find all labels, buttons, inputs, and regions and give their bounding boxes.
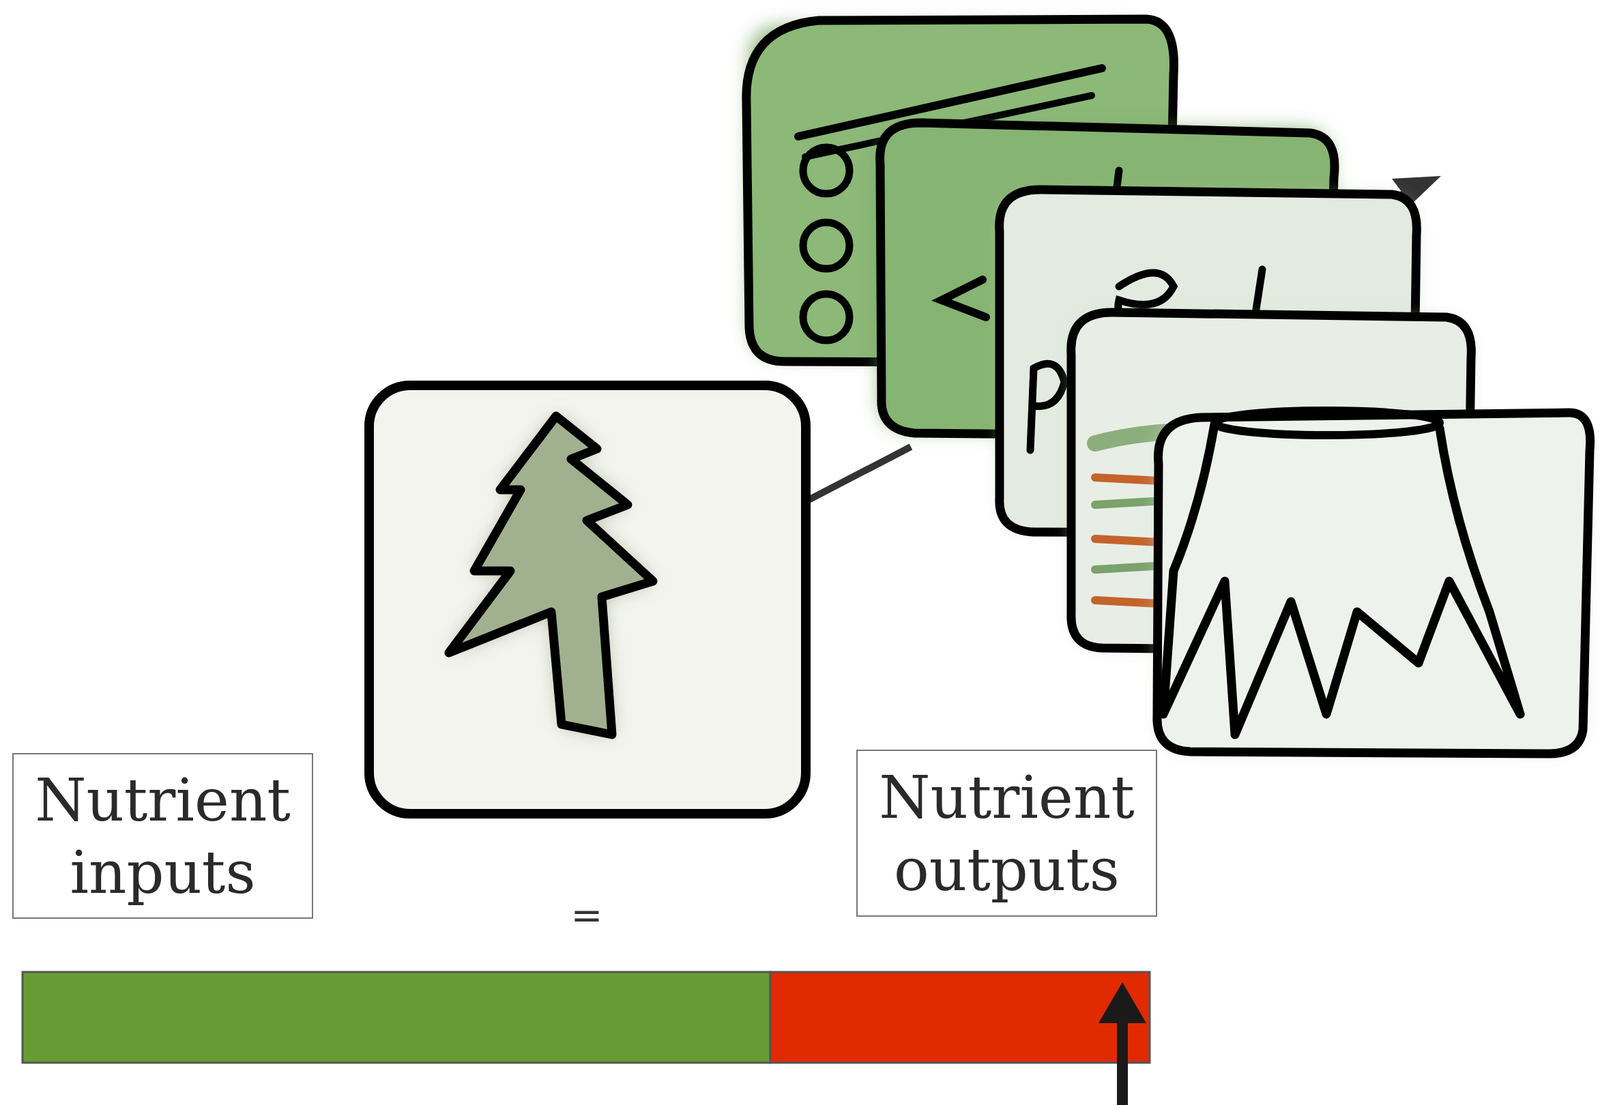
label-box: Nutrient outputs xyxy=(856,749,1158,918)
tree-card xyxy=(369,385,806,814)
leader-line xyxy=(805,446,911,502)
stump-card xyxy=(1157,410,1591,754)
balance-bar xyxy=(22,972,1150,1064)
equals-sign: = xyxy=(545,895,628,937)
label-box: Nutrient inputs xyxy=(12,753,314,920)
box-text: Nutrient inputs xyxy=(13,764,312,909)
box-text: Nutrient outputs xyxy=(857,761,1156,907)
pointer-arrow xyxy=(1098,982,1147,1105)
